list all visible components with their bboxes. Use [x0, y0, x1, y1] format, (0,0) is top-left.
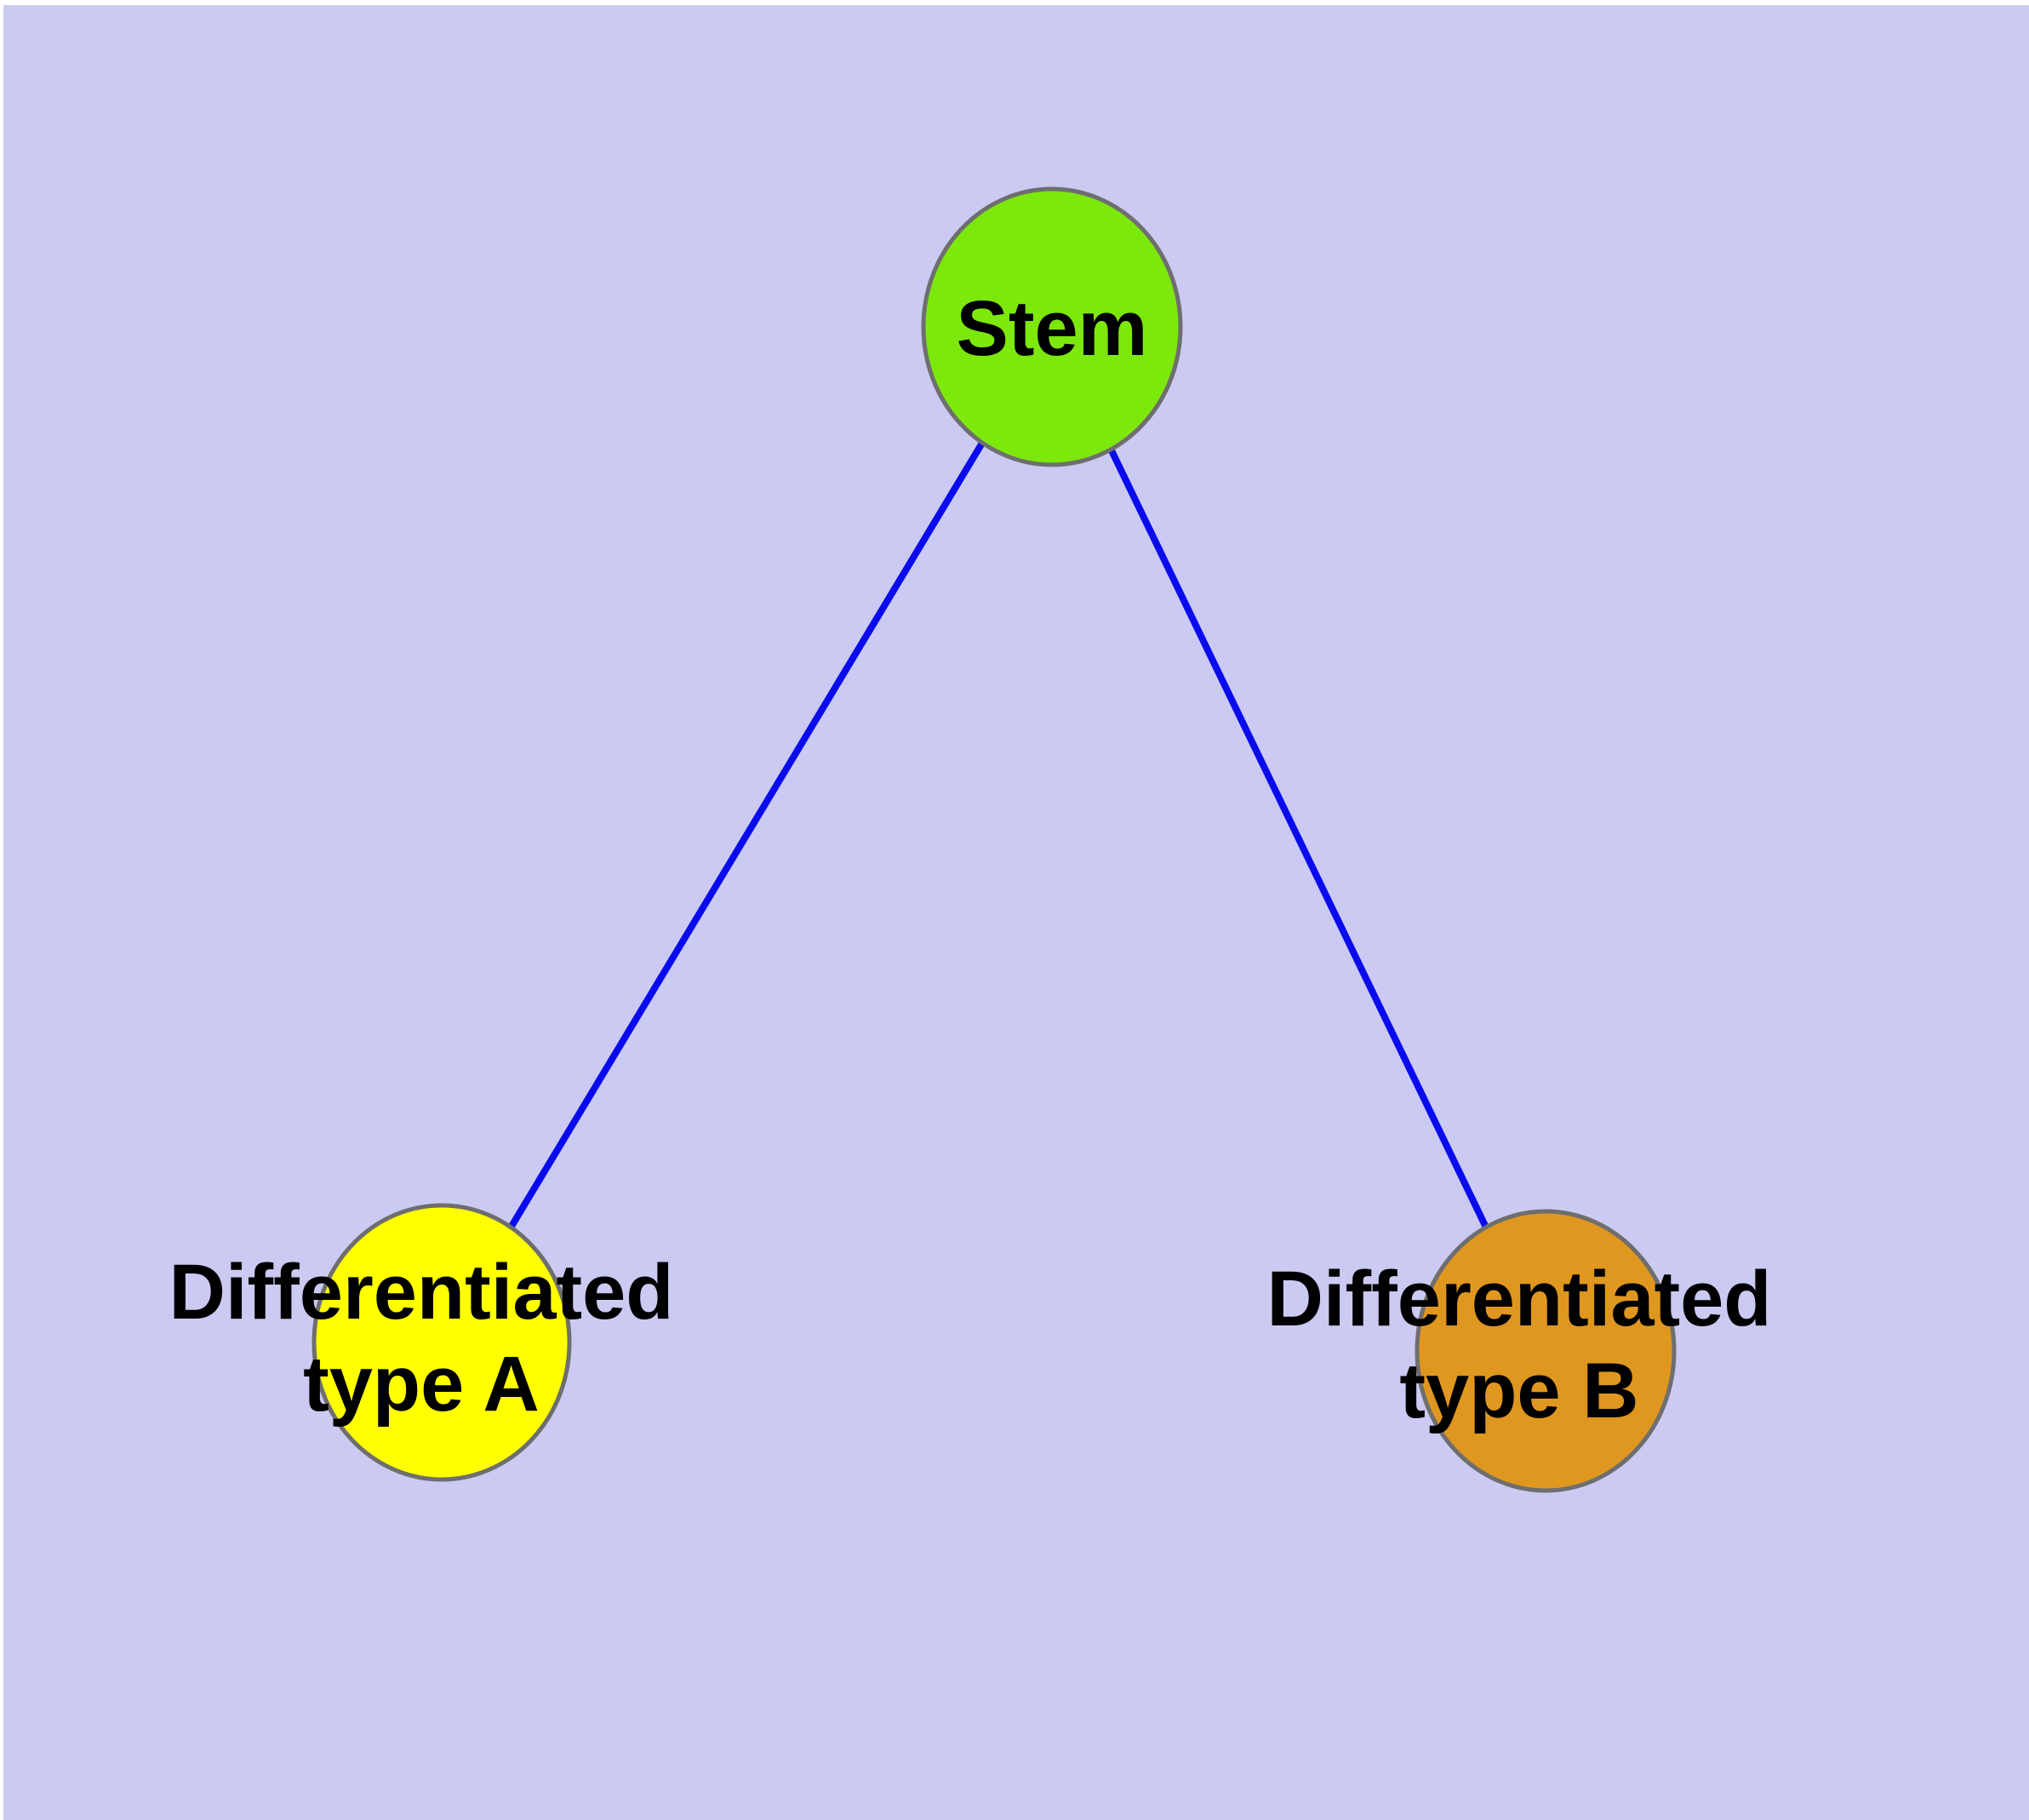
node-differentiated-type-a [311, 1203, 572, 1482]
node-stem [921, 186, 1183, 467]
edge-stem-to-type-a [438, 324, 1055, 1345]
node-differentiated-type-b [1415, 1209, 1677, 1493]
edge-stem-to-type-b [1049, 325, 1549, 1353]
